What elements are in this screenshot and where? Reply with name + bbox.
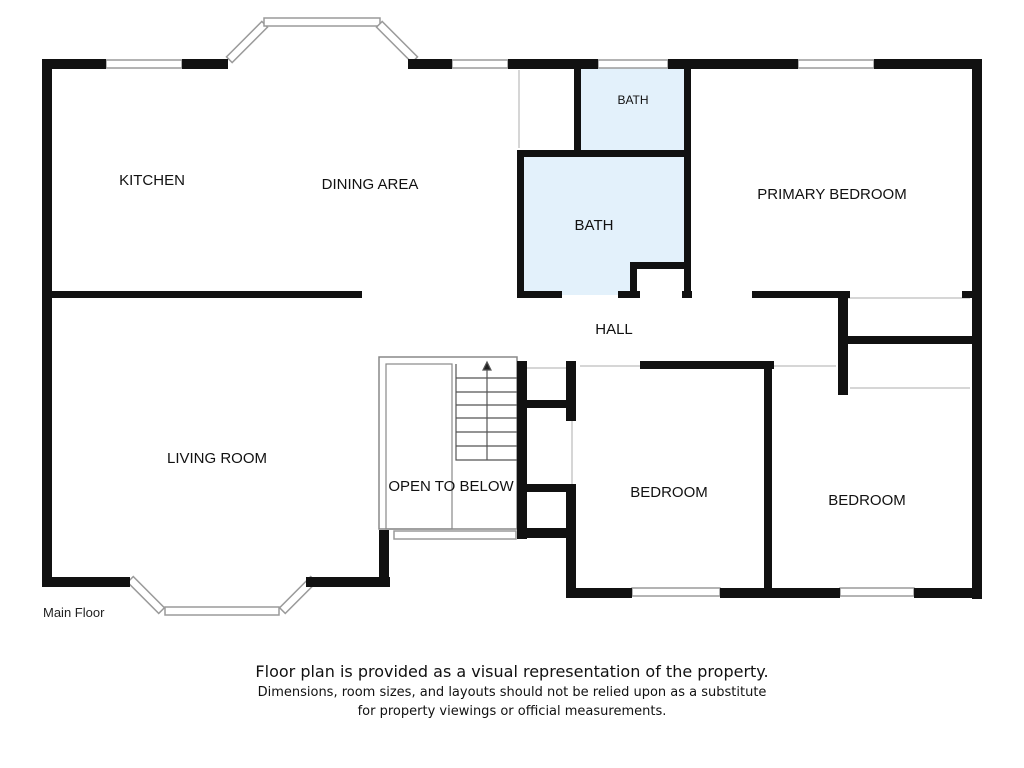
disclaimer-line-3: for property viewings or official measur… [357, 704, 667, 719]
window-bath-small [597, 59, 669, 69]
stair-arrow-icon [482, 360, 492, 371]
windows [105, 17, 915, 616]
label-dining-area: DINING AREA [322, 176, 419, 193]
label-bath-main: BATH [575, 217, 614, 234]
window-open-below [393, 530, 517, 540]
walls [42, 59, 982, 599]
window-opening-top [451, 59, 509, 69]
window-bay-living-left [126, 575, 166, 615]
label-living-room: LIVING ROOM [167, 450, 267, 467]
bath-main-fill [523, 157, 686, 295]
window-bay-dining-left [225, 20, 269, 64]
window-bay-dining-top [263, 17, 381, 27]
window-kitchen [105, 59, 183, 69]
floor-label: Main Floor [43, 605, 105, 620]
disclaimer-heading: Floor plan is provided as a visual repre… [255, 662, 769, 681]
window-bay-dining-right [375, 20, 419, 64]
window-bay-living-bottom [164, 606, 280, 616]
stair-run [455, 364, 517, 461]
room-labels: KITCHEN DINING AREA BATH BATH PRIMARY BE… [43, 93, 907, 620]
window-bedroom-1 [631, 587, 721, 597]
bath-small-fill [579, 68, 687, 152]
label-kitchen: KITCHEN [119, 172, 185, 189]
label-primary-bedroom: PRIMARY BEDROOM [757, 186, 906, 203]
disclaimer-line-2: Dimensions, room sizes, and layouts shou… [257, 685, 767, 700]
label-hall: HALL [595, 321, 633, 338]
stair-inner [385, 363, 453, 530]
label-bath-small: BATH [617, 93, 648, 107]
label-bedroom-2: BEDROOM [828, 492, 906, 509]
window-primary [797, 59, 875, 69]
staircase [378, 356, 518, 530]
label-bedroom-1: BEDROOM [630, 484, 708, 501]
window-bedroom-2 [839, 587, 915, 597]
stair-outline [378, 356, 518, 530]
label-open-to-below: OPEN TO BELOW [388, 478, 514, 495]
